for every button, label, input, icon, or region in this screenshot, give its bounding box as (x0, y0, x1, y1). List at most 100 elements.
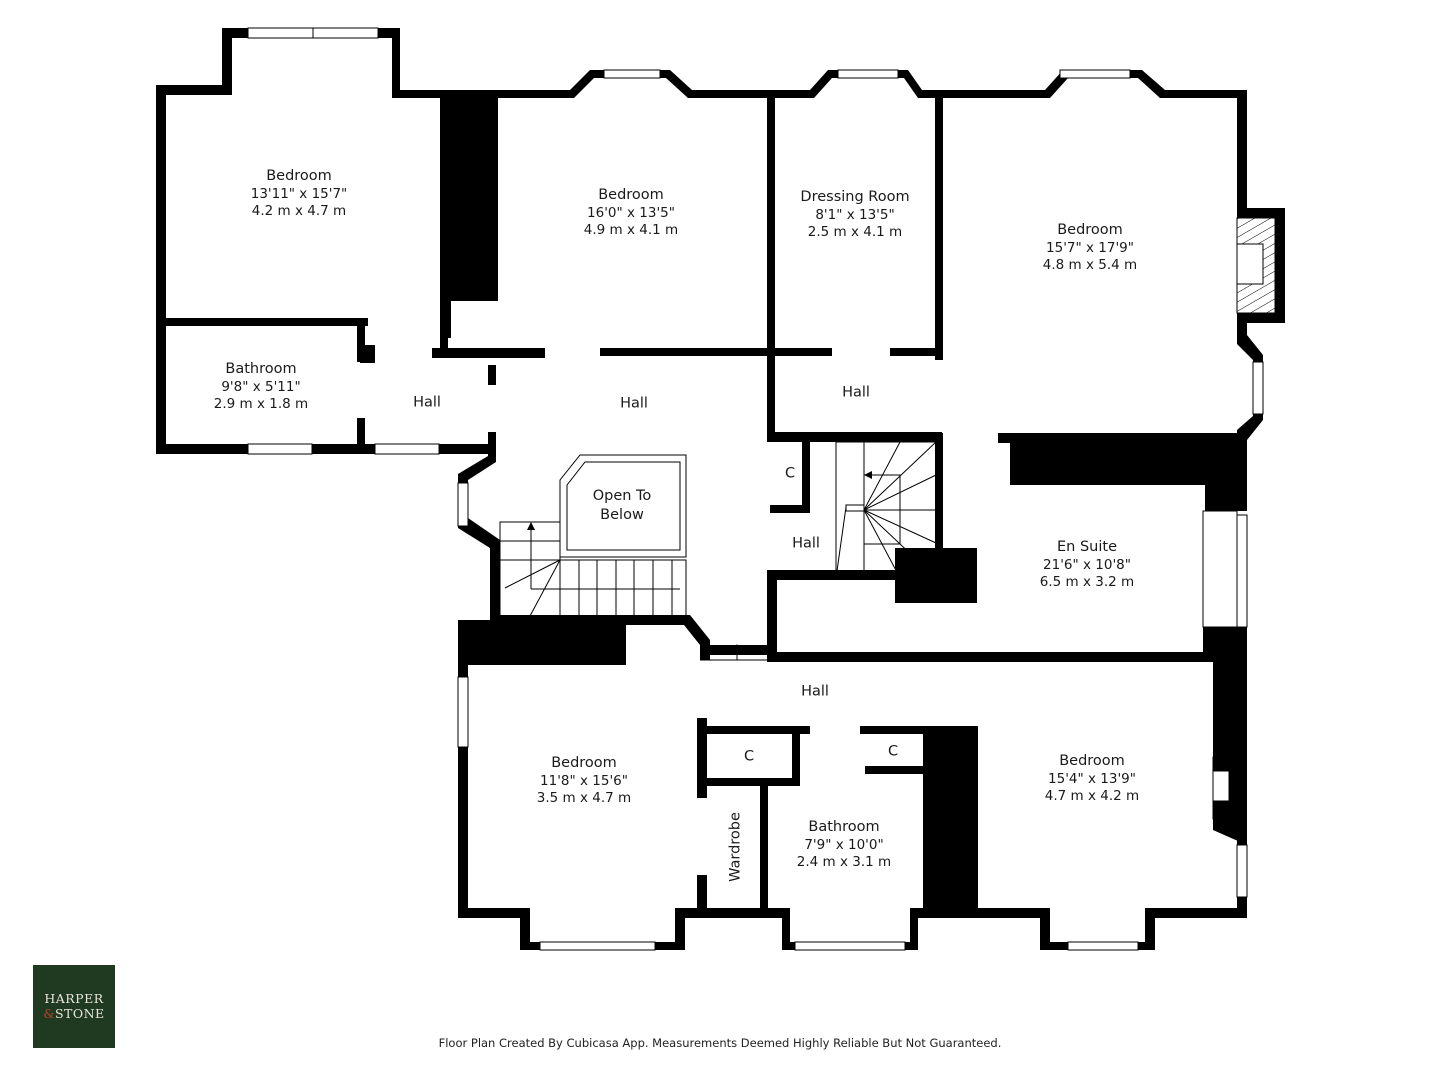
ensuite-thick-top (1010, 433, 1205, 485)
logo-line-2: &STONE (43, 1005, 105, 1021)
room-name-line1: Open To (592, 488, 652, 505)
room-name: Hall (792, 535, 820, 552)
room-name: C (784, 465, 796, 482)
window (837, 69, 899, 79)
wall-bedroom-2-top (498, 70, 770, 98)
chimney-breast-1 (443, 98, 498, 301)
window (1236, 514, 1248, 628)
room-hall-4: Hall (792, 535, 820, 554)
wall-bathroom-1-left (156, 318, 166, 454)
wall-dressing-top (770, 70, 945, 98)
room-dimensions-imperial: 21'6" x 10'8" (1043, 556, 1131, 573)
room-dimensions-imperial: 15'4" x 13'9" (1048, 770, 1136, 787)
room-name: Bathroom (808, 819, 880, 836)
room-name: C (887, 743, 899, 760)
window (1059, 69, 1131, 79)
room-hall-3: Hall (842, 384, 870, 403)
room-bedroom-2: Bedroom 16'0" x 13'5" 4.9 m x 4.1 m (584, 186, 678, 240)
bedroom-4-thick-top (458, 620, 626, 665)
room-name: C (743, 748, 755, 765)
logo-line-1: HARPER (44, 991, 104, 1007)
wall-bedroom-4-left (458, 620, 468, 918)
room-dimensions-imperial: 11'8" x 15'6" (540, 772, 628, 789)
window (1236, 844, 1248, 898)
window (794, 941, 906, 951)
footer-disclaimer: Floor Plan Created By Cubicasa App. Meas… (438, 1036, 1002, 1050)
window (1252, 361, 1264, 415)
room-hall-5: Hall (801, 683, 829, 702)
room-name: Bedroom (551, 755, 617, 772)
wall-bathroom-1-right-low (357, 418, 365, 448)
window (457, 676, 469, 748)
wall-bedroom2-dressing (767, 90, 775, 440)
room-name: Hall (620, 395, 648, 412)
room-bedroom-1: Bedroom 13'11" x 15'7" 4.2 m x 4.7 m (251, 167, 348, 221)
window (539, 941, 656, 951)
window (374, 443, 440, 455)
stair-arrow-up-icon (527, 522, 535, 530)
room-dimensions-metric: 3.5 m x 4.7 m (536, 790, 632, 807)
room-name: En Suite (1057, 539, 1117, 556)
room-dimensions-metric: 4.7 m x 4.2 m (1044, 788, 1140, 805)
room-name: Bedroom (266, 168, 332, 185)
room-dimensions-metric: 4.2 m x 4.7 m (251, 203, 347, 220)
room-name: Dressing Room (800, 189, 910, 206)
logo-line-2-text: STONE (54, 1005, 105, 1021)
room-dimensions-imperial: 8'1" x 13'5" (815, 206, 895, 223)
room-name: Hall (842, 384, 870, 401)
room-bathroom-2: Bathroom 7'9" x 10'0" 2.4 m x 3.1 m (797, 818, 891, 872)
stair-arrow-up-icon (733, 644, 741, 652)
room-hall-1: Hall (413, 394, 441, 413)
room-name-line2: Below (600, 507, 644, 523)
room-name: Bathroom (225, 361, 297, 378)
open-to-below: Open To Below (593, 487, 652, 525)
wall-bedroom-4-bottom (458, 908, 790, 950)
wall-hall-angled (458, 448, 500, 620)
room-name: Bedroom (1057, 222, 1123, 239)
wall-dressing-right (935, 90, 943, 360)
logo-ampersand: & (43, 1005, 55, 1021)
wall-bedroom-5-bottom (978, 908, 1247, 950)
room-dimensions-imperial: 7'9" x 10'0" (804, 836, 884, 853)
room-bathroom-1: Bathroom 9'8" x 5'11" 2.9 m x 1.8 m (214, 360, 308, 414)
room-dimensions-metric: 2.5 m x 4.1 m (807, 224, 903, 241)
room-cupboard-1: C (785, 465, 795, 484)
staircase-1 (499, 521, 687, 621)
room-dimensions-metric: 2.9 m x 1.8 m (213, 396, 309, 413)
chimney-breast-2 (923, 726, 978, 918)
room-dimensions-metric: 4.8 m x 5.4 m (1042, 257, 1138, 274)
room-dimensions-imperial: 9'8" x 5'11" (221, 378, 301, 395)
ensuite-bottom-wall (770, 652, 1220, 662)
room-dimensions-metric: 6.5 m x 3.2 m (1039, 574, 1135, 591)
room-hall-2: Hall (620, 395, 648, 414)
room-dimensions-metric: 2.4 m x 3.1 m (796, 854, 892, 871)
room-name: Hall (413, 394, 441, 411)
room-bedroom-5: Bedroom 15'4" x 13'9" 4.7 m x 4.2 m (1045, 752, 1139, 806)
room-dressing-room: Dressing Room 8'1" x 13'5" 2.5 m x 4.1 m (800, 188, 909, 242)
window (247, 443, 313, 455)
room-name: Bedroom (598, 187, 664, 204)
wall-bathroom-1-top (156, 318, 368, 326)
room-name: Wardrobe (727, 812, 744, 882)
stair-arrow-left-icon (864, 471, 872, 479)
wall-bathroom-2-bottom (765, 908, 925, 950)
room-bedroom-4: Bedroom 11'8" x 15'6" 3.5 m x 4.7 m (537, 754, 631, 808)
wall-bathroom-1-bottom (156, 444, 496, 454)
wall-bathroom-1-right (357, 318, 365, 362)
wall-bedroom-2-left (443, 98, 451, 338)
room-cupboard-2: C (744, 748, 754, 767)
room-dimensions-metric: 4.9 m x 4.1 m (583, 222, 679, 239)
room-cupboard-3: C (888, 743, 898, 762)
harper-stone-logo: HARPER &STONE (33, 965, 115, 1048)
window (1067, 941, 1139, 951)
room-name: Bedroom (1059, 753, 1125, 770)
room-dimensions-imperial: 13'11" x 15'7" (250, 185, 348, 202)
staircase-2 (835, 441, 937, 579)
room-dimensions-imperial: 16'0" x 13'5" (587, 204, 675, 221)
room-bedroom-3: Bedroom 15'7" x 17'9" 4.8 m x 5.4 m (1043, 221, 1137, 275)
room-dimensions-imperial: 15'7" x 17'9" (1046, 239, 1134, 256)
room-name: Hall (801, 683, 829, 700)
ensuite-left-wall (767, 570, 777, 662)
window (457, 482, 469, 527)
open-to-below-outline (559, 454, 687, 558)
